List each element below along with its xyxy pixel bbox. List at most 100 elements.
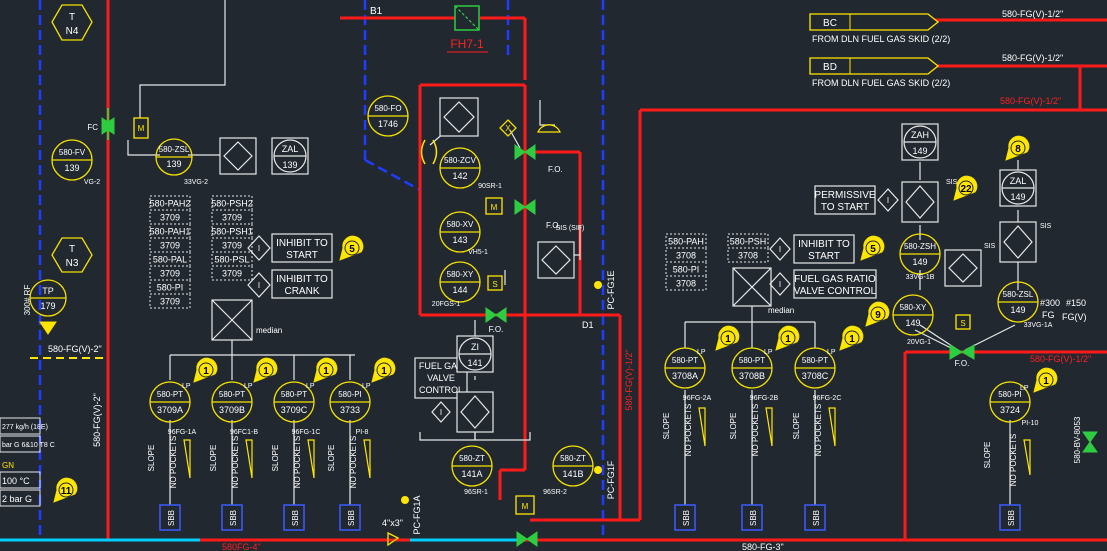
- stack-cell-b: 580-PSH2: [211, 199, 253, 209]
- instrument-zal149[interactable]: ZAL 149: [999, 169, 1037, 207]
- sbb-pi3724: SBB: [999, 504, 1021, 531]
- instrument-zi141[interactable]: ZI 141: [456, 335, 494, 373]
- no-pockets-label: NO POCKETS: [349, 436, 358, 488]
- signal-drops-right: [684, 322, 816, 348]
- svg-text:PC-FG1F: PC-FG1F: [606, 460, 616, 499]
- slope-label: SLOPE: [729, 413, 738, 440]
- stack-cell-a: 580-PI: [673, 265, 700, 275]
- callout-number: 5: [349, 244, 355, 255]
- median-label-left: median: [256, 326, 282, 335]
- stack-cell-a: 3708: [676, 279, 696, 289]
- instrument-pi3724[interactable]: 580-PI 3724 PI-10 LP: [989, 381, 1038, 427]
- stack-cell-a: 3709: [160, 241, 180, 251]
- svg-text:141A: 141A: [461, 469, 482, 479]
- hex-tag-n4: T N4: [51, 4, 93, 41]
- instrument-fv139[interactable]: 580-FV 139 VG-2: [51, 139, 100, 186]
- blue-boundary-center-slant: [364, 158, 421, 192]
- svg-text:580-ZSH: 580-ZSH: [904, 242, 936, 251]
- callout-number: 22: [960, 184, 972, 195]
- hex-tag-n4-bottom: N4: [66, 26, 79, 37]
- instrument-zsl139[interactable]: 580-ZSL 139 33VG-2: [155, 138, 208, 186]
- svg-text:141B: 141B: [562, 469, 583, 479]
- line-label-center-v: 580-FG(V)-1/2": [624, 349, 634, 410]
- callout-marker: 1: [839, 325, 864, 351]
- line-label-bottom-left: 580FG-4": [222, 542, 261, 551]
- valve-fc[interactable]: FC: [87, 108, 115, 140]
- valve-zcv142[interactable]: F.O.: [514, 144, 563, 174]
- instrument-xy144[interactable]: 580-XY 144 20FGS-1: [432, 261, 481, 308]
- note-i-1: I: [258, 244, 260, 253]
- sis-box-zsh: SIS: [901, 179, 958, 223]
- sis-box-xy149: [944, 249, 982, 287]
- hand-x: X: [499, 119, 517, 137]
- zsl139-number: 139: [166, 159, 181, 169]
- instrument-zal139[interactable]: ZAL 139: [271, 137, 309, 175]
- svg-text:S: S: [960, 319, 965, 328]
- hex-tag-n3-bottom: N3: [66, 258, 79, 269]
- svg-text:FUEL GAS RATIO: FUEL GAS RATIO: [794, 274, 876, 285]
- segment-d1: D1: [582, 320, 594, 330]
- hex-tag-n3: T N3: [51, 237, 93, 273]
- instrument-xv143[interactable]: 580-XV 143 VH5-1: [439, 211, 488, 256]
- instrument-zsl149[interactable]: 580-ZSL 149 33VG-1A: [997, 281, 1053, 329]
- svg-text:INHIBIT TO: INHIBIT TO: [798, 239, 850, 250]
- actuator-m[interactable]: M: [133, 117, 149, 139]
- pt-sub: 96FG-2A: [683, 395, 712, 402]
- sbb-label: SBB: [291, 510, 300, 526]
- zsl139-tag: 580-ZSL: [159, 145, 190, 154]
- tp179-tag: TP: [42, 286, 54, 296]
- left-panel-press: 2 bar G: [2, 494, 32, 504]
- note-inhibit-start-right: I INHIBIT TO START: [769, 234, 855, 264]
- instrument-zsh149[interactable]: 580-ZSH 149 33VG-1B: [899, 233, 941, 281]
- svg-text:NO POCKETS: NO POCKETS: [1009, 434, 1018, 486]
- svg-text:SBB: SBB: [1007, 510, 1016, 526]
- line-label-left-v: 580-FG(V)-2": [92, 393, 102, 447]
- instrument-zt141b[interactable]: 580-ZT 141B 96SR-2: [543, 445, 594, 496]
- callout-marker: 1: [313, 357, 338, 383]
- xv143-sub: VH5-1: [468, 249, 488, 256]
- instrument-zt141a[interactable]: 580-ZT 141A 96SR-1: [451, 445, 493, 496]
- valve-bottom[interactable]: [516, 531, 538, 547]
- left-panel-bar: bar G 6&10 T8 C: [2, 442, 55, 449]
- instrument-zcv142[interactable]: 580-ZCV 142 90SR-1: [439, 147, 502, 190]
- offsheet-tag: BC: [823, 18, 837, 29]
- valve-bv8053[interactable]: 580-BV-8053: [1073, 416, 1098, 463]
- instrument-xy149[interactable]: 580-XY 149 20VG-1: [892, 294, 934, 346]
- valve-xv143[interactable]: F.O.: [514, 199, 561, 230]
- instrument-tp179[interactable]: TP 179: [29, 279, 67, 335]
- segment-b1: B1: [370, 6, 383, 17]
- callout-number: 5: [870, 244, 876, 255]
- zal139-number: 139: [282, 160, 297, 170]
- left-panel-flow: 277 kg/h (18E): [2, 424, 48, 431]
- zcv142-tag: 580-ZCV: [444, 156, 477, 165]
- valve-xy149[interactable]: F.O.: [949, 344, 975, 368]
- fo1746-tag: 580-FO: [374, 104, 401, 113]
- svg-text:580-ZT: 580-ZT: [459, 454, 485, 463]
- median-box-right: median: [732, 267, 794, 315]
- valve-xy144[interactable]: F.O.: [485, 307, 507, 334]
- stack-cell-a: 580-PAL: [153, 255, 187, 265]
- instrument-zah149[interactable]: ZAH 149: [901, 123, 939, 161]
- sis-box-139: [219, 137, 257, 175]
- sbb-label: SBB: [167, 510, 176, 526]
- instrument-fo1746[interactable]: 580-FO 1746: [367, 95, 409, 137]
- xy144-number: 144: [452, 285, 467, 295]
- callout-number: 8: [1015, 144, 1021, 155]
- filter-fh71[interactable]: FH7-1: [447, 5, 488, 53]
- stack-cell-a: 580-PI: [157, 283, 184, 293]
- note-inhibit-start-l1: INHIBIT TO: [276, 238, 328, 249]
